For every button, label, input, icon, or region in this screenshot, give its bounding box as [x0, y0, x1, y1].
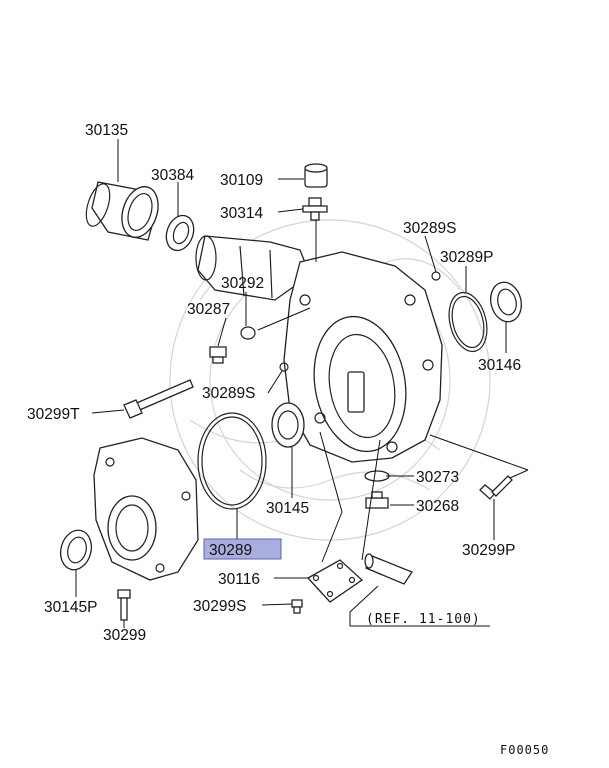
- part-30299T-bolt: [123, 379, 194, 419]
- part-30116-cover: [306, 559, 364, 603]
- part-30289S-top-oring: [431, 271, 441, 281]
- part-30268-plug: [365, 491, 389, 509]
- callout-30145[interactable]: 30145: [266, 500, 309, 517]
- part-30289-oring-inner: [201, 416, 263, 506]
- part-30289S-mid-oring: [279, 362, 289, 372]
- callout-30273[interactable]: 30273: [416, 469, 459, 486]
- callout-30299P[interactable]: 30299P: [462, 542, 515, 559]
- case-extension: [195, 235, 311, 301]
- callout-30289P[interactable]: 30289P: [440, 249, 493, 266]
- part-30135-sleeve: [85, 181, 159, 241]
- callout-30299S[interactable]: 30299S: [193, 598, 246, 615]
- callout-30287[interactable]: 30287: [187, 301, 230, 318]
- part-30145P-seal: [59, 529, 93, 571]
- callout-30146[interactable]: 30146: [478, 357, 521, 374]
- callout-30109[interactable]: 30109: [220, 172, 263, 189]
- part-30299S-bolt: [291, 599, 303, 614]
- callout-30116[interactable]: 30116: [218, 571, 260, 588]
- callout-30299T[interactable]: 30299T: [27, 406, 80, 423]
- ref-shaft-part: [364, 553, 413, 585]
- figure-code: F00050: [500, 743, 549, 757]
- callout-30289S-mid[interactable]: 30289S: [202, 385, 255, 402]
- callout-30292[interactable]: 30292: [221, 275, 264, 292]
- leader-lines: [75, 139, 529, 628]
- highlight-30289: [203, 538, 282, 560]
- rear-cover: [93, 437, 199, 581]
- part-30384-seal: [165, 214, 195, 252]
- part-30289P-oring: [448, 291, 488, 353]
- part-30299-bolt: [117, 589, 131, 621]
- callout-30268[interactable]: 30268: [416, 498, 459, 515]
- callout-30314[interactable]: 30314: [220, 205, 263, 222]
- transfer-case-body: [283, 251, 443, 463]
- part-30287-plug: [209, 346, 227, 364]
- part-30314-plug: [302, 197, 328, 221]
- callout-30299[interactable]: 30299: [103, 627, 146, 644]
- callout-30289S-top[interactable]: 30289S: [403, 220, 456, 237]
- part-30146-seal: [490, 281, 522, 323]
- part-30289P-oring-inner: [451, 295, 485, 349]
- callout-30384[interactable]: 30384: [151, 167, 194, 184]
- part-30292-ring: [240, 326, 256, 340]
- reference-note[interactable]: (REF. 11-100): [366, 612, 481, 627]
- part-30109-cap: [304, 163, 328, 188]
- callout-30289[interactable]: 30289: [209, 542, 252, 559]
- callout-labels: 30135 30384 30109 30314 30289S 30289P 30…: [27, 122, 549, 757]
- part-30273-washer: [364, 470, 390, 482]
- callout-30145P[interactable]: 30145P: [44, 599, 97, 616]
- callout-30135[interactable]: 30135: [85, 122, 128, 139]
- part-30299P-bolt: [479, 475, 513, 500]
- part-30145-seal: [271, 402, 305, 448]
- part-30289-oring: [197, 412, 267, 510]
